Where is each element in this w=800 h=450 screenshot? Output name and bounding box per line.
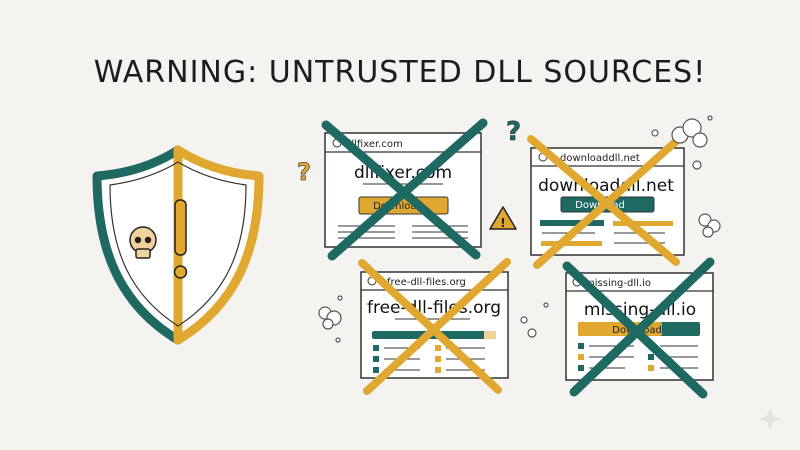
shield-icon bbox=[92, 145, 264, 345]
sparkle-icon bbox=[759, 408, 781, 430]
url-text: free-dll-files.org bbox=[387, 277, 466, 288]
cross-mark-icon bbox=[321, 118, 488, 261]
cross-mark-icon bbox=[562, 257, 715, 399]
exclamation-icon bbox=[173, 199, 188, 279]
site-card-missing-dll: missing-dll.io missing-dll.io Download bbox=[562, 257, 715, 399]
site-card-dllfixer: dllfixer.com dllfixer.com Download bbox=[321, 118, 488, 261]
svg-text:!: ! bbox=[500, 216, 505, 230]
download-button: Download bbox=[373, 201, 423, 212]
site-card-free-dll-files: free-dll-files.org free-dll-files.org bbox=[358, 258, 511, 395]
question-mark-icon: ? bbox=[506, 117, 521, 147]
site-heading: downloaddll.net bbox=[538, 176, 674, 196]
site-card-downloaddll: downloaddll.net downloaddll.net Download bbox=[527, 132, 686, 269]
url-text: missing-dll.io bbox=[585, 278, 651, 289]
question-mark-icon: ? bbox=[297, 158, 311, 186]
smoke-puff-icon bbox=[318, 115, 721, 343]
url-text: dllfixer.com bbox=[345, 139, 403, 150]
warning-triangle-icon: ! bbox=[489, 206, 517, 230]
site-heading: free-dll-files.org bbox=[367, 298, 501, 318]
cross-mark-icon bbox=[527, 132, 686, 269]
skull-icon bbox=[129, 226, 157, 259]
warning-title: WARNING: UNTRUSTED DLL SOURCES! bbox=[94, 55, 707, 90]
cross-mark-icon bbox=[358, 258, 511, 395]
url-text: downloaddll.net bbox=[560, 153, 640, 164]
